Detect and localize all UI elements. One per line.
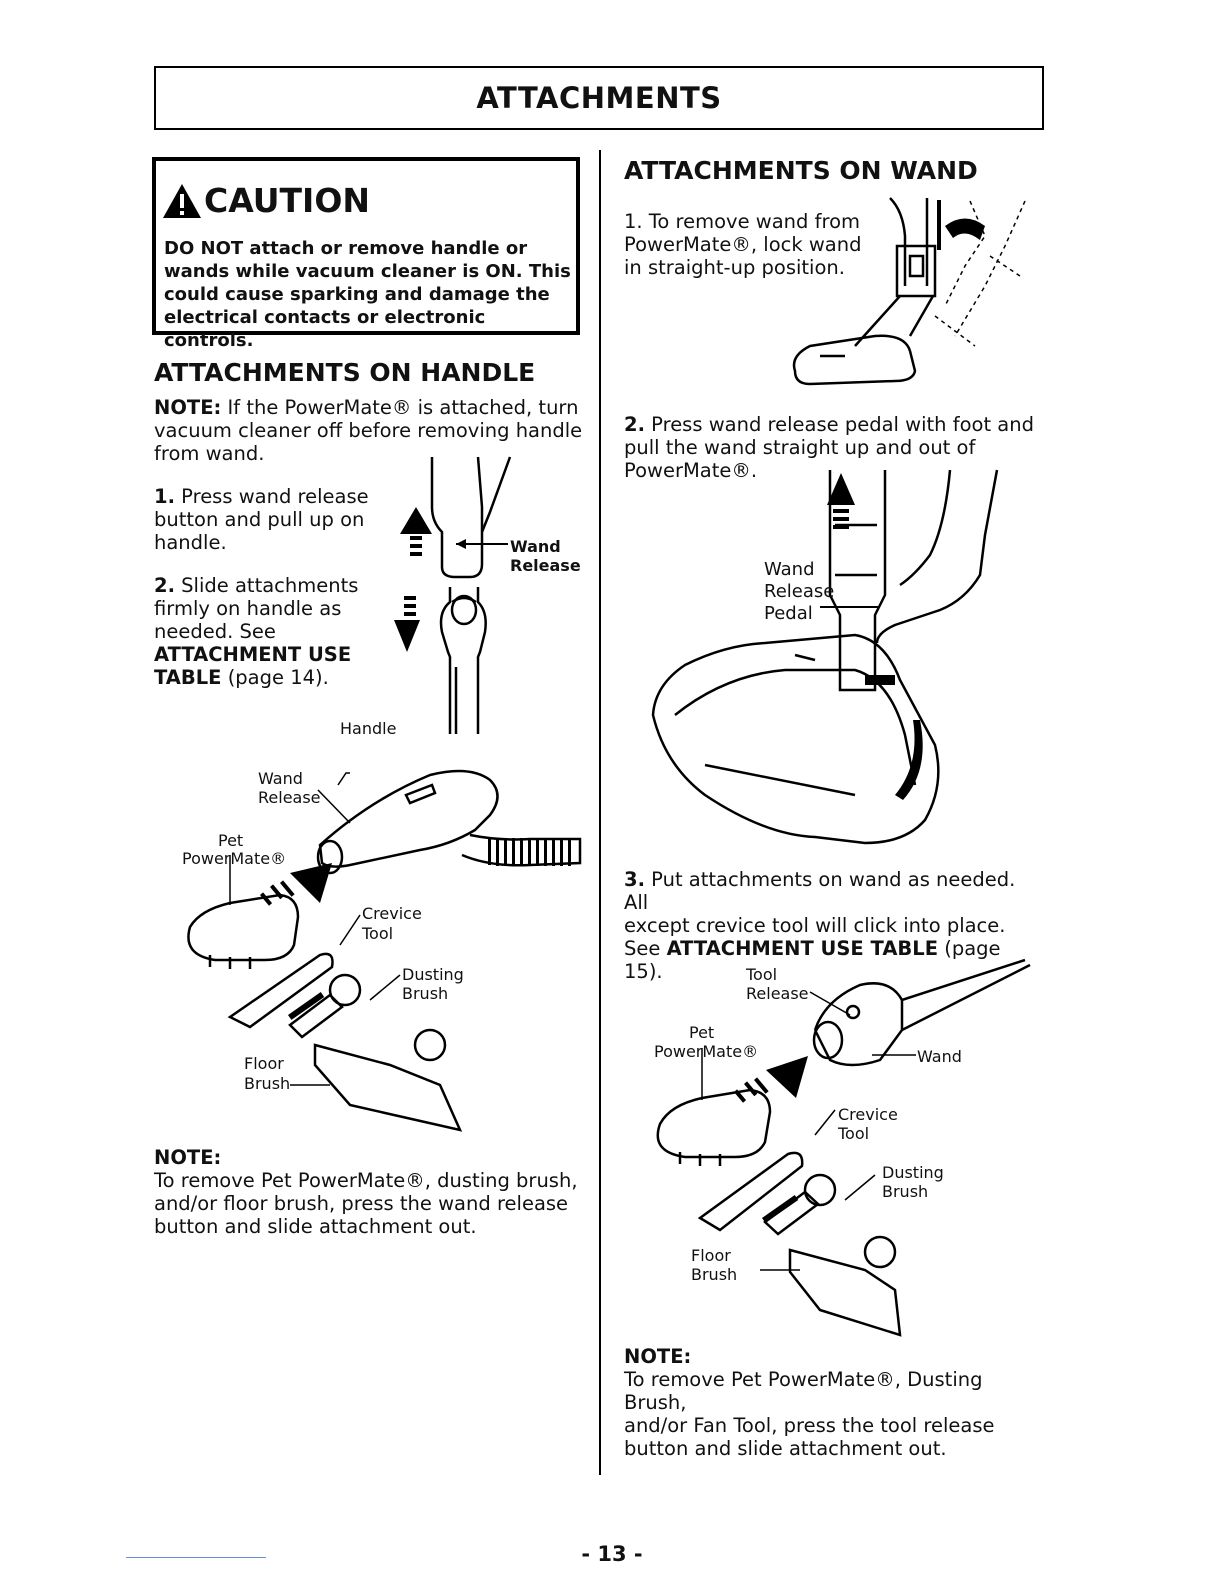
dusting-label: Dusting [402,965,464,984]
table-reference: ATTACHMENT USE TABLE [666,937,939,960]
step-line: PowerMate®. [624,459,758,482]
step-line: To remove wand from [642,210,860,233]
step-number: 3. [624,868,645,891]
pet-label: Pet [218,831,244,850]
tool-release-label: Release [746,984,809,1003]
caution-line: could cause sparking and damage the [164,284,550,305]
crevice-label: Crevice [838,1105,898,1124]
wand-step-3: 3. Put attachments on wand as needed. Al… [624,868,1044,983]
step-line: pull the wand straight up and out of [624,436,976,459]
page-number: - 13 - [581,1542,643,1566]
step-line: PowerMate®, lock wand [624,233,862,256]
dusting-label: Dusting [882,1163,944,1182]
label-line: Release [764,581,835,602]
step-number: 1. [154,485,175,508]
crevice-label: Crevice [362,904,422,923]
label-line: Wand [764,559,815,580]
powermate-lock-illustration [792,197,1026,386]
wand-label: Wand [917,1047,962,1066]
handle-attachments-illustration [187,769,582,1132]
note-line: To remove Pet PowerMate®, dusting brush, [154,1169,578,1192]
note-line: from wand. [154,442,265,465]
note-label: NOTE: [154,396,222,419]
wand-release-label: Wand Release [510,537,581,575]
step-line: button and pull up on [154,508,365,531]
note-line: and/or floor brush, press the wand relea… [154,1192,569,1215]
powermate-label: PowerMate® [654,1042,759,1061]
note-label: NOTE: [154,1146,222,1169]
note-line: If the PowerMate® is attached, turn [221,396,579,419]
note-line: To remove Pet PowerMate®, Dusting Brush, [624,1368,983,1414]
page-reference: (page 15). [624,937,1001,983]
handle-step-2: 2. Slide attachments firmly on handle as… [154,574,384,689]
crevice-tool-label: Tool [838,1124,870,1143]
wand-section-heading: ATTACHMENTS ON WAND [624,156,978,185]
page-title-box: ATTACHMENTS [154,66,1044,130]
note-line: vacuum cleaner off before removing handl… [154,419,583,442]
floor-label: Floor [691,1246,731,1265]
handle-step-1: 1. Press wand release button and pull up… [154,485,384,554]
note-label: NOTE: [624,1345,692,1368]
note-line: and/or Fan Tool, press the tool release [624,1414,995,1437]
step-line: See [624,937,667,960]
brush-label: Brush [402,984,449,1003]
handle-note: NOTE: If the PowerMate® is attached, tur… [154,396,584,465]
column-divider [599,150,601,1475]
step-line: needed. See [154,620,276,643]
caution-heading: CAUTION [204,181,370,220]
step-line: in straight-up position. [624,256,845,279]
footer-rule [126,1557,266,1558]
page-reference: (page 14). [221,666,329,689]
caution-box: CAUTION DO NOT attach or remove handle o… [152,157,580,351]
caution-text: DO NOT attach or remove handle or wands … [164,237,574,352]
step-line: handle. [154,531,227,554]
handle-bottom-note: NOTE: To remove Pet PowerMate®, dusting … [154,1146,594,1238]
step-number: 1. [624,210,643,233]
page-title: ATTACHMENTS [476,81,722,115]
label-line: Pedal [764,603,813,624]
wand-step-1: 1. To remove wand from PowerMate®, lock … [624,210,884,279]
step-number: 2. [154,574,175,597]
floor-label: Floor [244,1054,284,1073]
handle-label: Handle [340,719,397,738]
step-number: 2. [624,413,645,436]
wand-label: Wand [258,769,303,788]
label-line: Wand [510,537,561,556]
wand-bottom-note: NOTE: To remove Pet PowerMate®, Dusting … [624,1345,1044,1460]
tool-label: Tool [746,965,778,984]
step-line: Slide attachments [174,574,359,597]
pet-label: Pet [689,1023,715,1042]
pedal-press-illustration [651,469,999,845]
caution-line: electrical contacts or electronic contro… [164,307,486,351]
tool-label: Tool [362,924,394,943]
label-line: Release [510,556,581,575]
step-line: except crevice tool will click into plac… [624,914,1006,937]
note-line: button and slide attachment out. [154,1215,477,1238]
handle-section-heading: ATTACHMENTS ON HANDLE [154,358,536,387]
warning-icon [163,183,201,218]
table-reference: ATTACHMENT USE [154,643,352,666]
wand-step-2: 2. Press wand release pedal with foot an… [624,413,1044,482]
powermate-label: PowerMate® [182,849,287,868]
caution-line: wands while vacuum cleaner is ON. This [164,261,571,282]
step-line: Press wand release [174,485,369,508]
wand-release-illustration [394,456,512,734]
wand-attachments-illustration [656,958,1031,1337]
step-line: firmly on handle as [154,597,342,620]
note-line: button and slide attachment out. [624,1437,947,1460]
caution-line: DO NOT attach or remove handle or [164,238,528,259]
wand-release-pedal-label: Wand Release Pedal [764,559,834,625]
floor-brush-label: Brush [244,1074,291,1093]
brush-label: Brush [882,1182,929,1201]
caution-heading-row: CAUTION [162,181,370,220]
floor-brush-label: Brush [691,1265,738,1284]
step-line: Put attachments on wand as needed. All [624,868,1016,914]
step-line: Press wand release pedal with foot and [644,413,1034,436]
release-label: Release [258,788,321,807]
table-reference: TABLE [154,666,222,689]
